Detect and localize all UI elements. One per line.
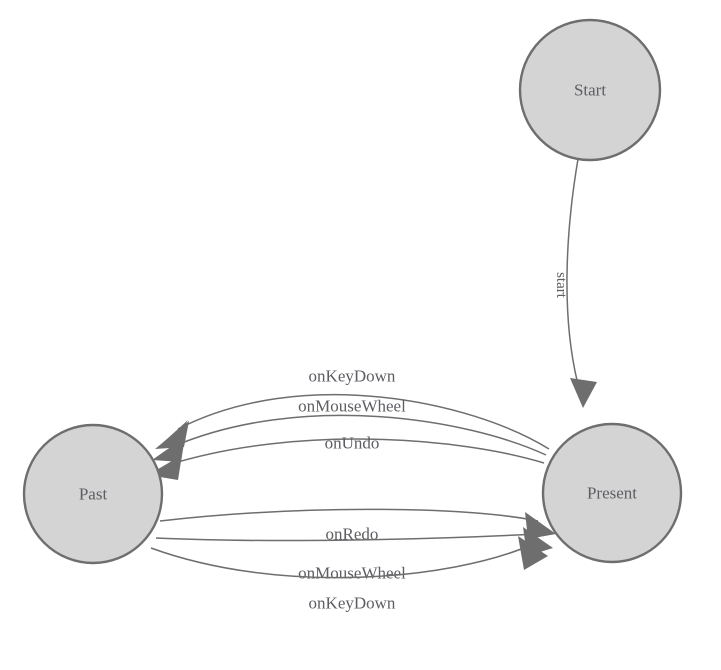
edge-present-to-past-onundo-path bbox=[167, 438, 545, 466]
edge-present-to-past-onmousewheel-arrowhead bbox=[152, 437, 185, 462]
edge-present-to-past-onmousewheel-path bbox=[171, 414, 547, 456]
edge-label-present-past-onmousewheel: onMouseWheel bbox=[298, 397, 406, 416]
node-start-circle bbox=[518, 18, 662, 162]
node-present[interactable]: Present bbox=[541, 422, 683, 564]
edge-present-to-past-onundo[interactable]: onUndo bbox=[148, 434, 545, 481]
edge-start-to-present-arrowhead bbox=[570, 378, 597, 408]
edge-past-to-present-onredo-path bbox=[159, 508, 539, 522]
node-start-label: Start bbox=[574, 81, 606, 100]
edge-past-to-present-onkeydown-arrowhead bbox=[518, 536, 548, 570]
node-present-circle bbox=[541, 422, 683, 564]
edge-present-to-past-onkeydown-arrowhead-fill bbox=[155, 421, 189, 449]
node-past[interactable]: Past bbox=[22, 423, 164, 565]
edge-past-to-present-onkeydown-path bbox=[150, 544, 532, 579]
edge-label-past-present-onredo: onRedo bbox=[326, 525, 379, 544]
edge-start-to-present-path bbox=[566, 158, 581, 393]
node-past-label: Past bbox=[79, 485, 108, 504]
edge-past-to-present-onkeydown[interactable]: onKeyDown bbox=[150, 536, 548, 613]
edge-past-to-present-onredo[interactable]: onRedo bbox=[159, 508, 556, 544]
edge-label-present-past-onundo: onUndo bbox=[325, 434, 380, 453]
edge-present-to-past-onkeydown-path bbox=[177, 393, 550, 450]
edge-label-past-present-onmousewheel: onMouseWheel bbox=[298, 564, 406, 583]
edge-past-to-present-onmousewheel-path bbox=[155, 533, 537, 542]
edge-label-start: start bbox=[553, 272, 569, 299]
node-present-label: Present bbox=[587, 484, 637, 503]
edge-label-present-past-onkeydown: onKeyDown bbox=[309, 367, 396, 386]
edge-start-to-present[interactable]: start bbox=[553, 158, 597, 408]
edge-present-to-past-onmousewheel[interactable]: onMouseWheel bbox=[152, 397, 547, 463]
edge-past-to-present-onredo-arrowhead bbox=[525, 512, 556, 539]
node-start[interactable]: Start bbox=[518, 18, 662, 162]
edge-label-past-present-onkeydown: onKeyDown bbox=[309, 594, 396, 613]
node-past-circle bbox=[22, 423, 164, 565]
